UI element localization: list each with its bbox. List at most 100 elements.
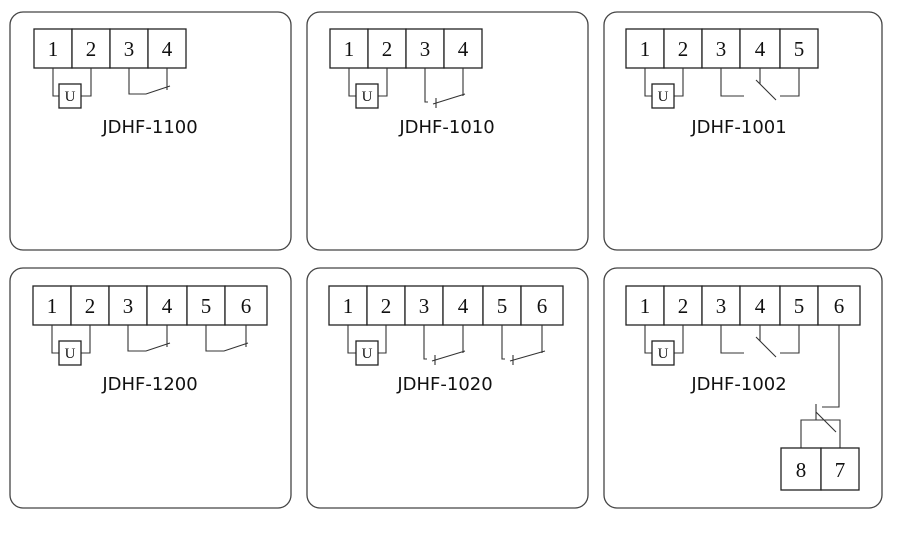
coil-wire: [52, 68, 59, 97]
changeover-contact: [720, 325, 800, 358]
terminal: [224, 285, 268, 326]
coil-wire: [674, 68, 684, 97]
terminal-number: 1: [344, 37, 355, 61]
coil-wire: [347, 325, 356, 354]
diagram-jdhf-1200: 1 2 3 4 5 6 U JDHF-1200: [9, 267, 292, 509]
terminal-number: 1: [48, 37, 59, 61]
terminal-number: 5: [201, 294, 212, 318]
coil-wire: [51, 325, 59, 354]
terminal: [482, 285, 522, 326]
terminal: [404, 285, 444, 326]
terminal-number: 7: [835, 458, 846, 482]
terminal-number: 3: [420, 37, 431, 61]
terminal-number: 1: [343, 294, 354, 318]
panel-frame: [9, 267, 292, 509]
panel-frame: [306, 267, 589, 509]
terminal-number: 6: [537, 294, 548, 318]
nc-contact: [501, 325, 546, 365]
terminal-number: 2: [85, 294, 96, 318]
terminal-number: 3: [124, 37, 135, 61]
terminal: [443, 28, 483, 69]
model-label: JDHF-1100: [101, 117, 197, 138]
terminal-number: 4: [458, 37, 469, 61]
terminal-number: 4: [162, 294, 173, 318]
terminal-number: 3: [123, 294, 134, 318]
coil-wire: [378, 68, 388, 97]
coil-label: U: [65, 346, 76, 362]
panel-frame: [9, 11, 292, 251]
terminal-number: 4: [162, 37, 173, 61]
terminal: [329, 28, 369, 69]
model-label: JDHF-1020: [396, 374, 492, 395]
terminal: [817, 285, 861, 326]
terminal-number: 2: [382, 37, 393, 61]
terminal-number: 5: [497, 294, 508, 318]
changeover-contact: [720, 68, 800, 101]
diagram-jdhf-1002: 1 2 3 4 5 6 U 8 7 JDHF-1002: [603, 267, 883, 509]
coil-wire: [644, 68, 652, 97]
terminal: [108, 285, 148, 326]
nc-contact: [424, 68, 466, 108]
model-label: JDHF-1010: [398, 117, 494, 138]
coil-box: [651, 83, 675, 109]
coil-box: [58, 83, 82, 109]
terminal-number: 8: [796, 458, 807, 482]
terminal: [70, 285, 110, 326]
terminal: [739, 28, 781, 69]
terminal-number: 2: [86, 37, 97, 61]
model-label: JDHF-1001: [690, 117, 786, 138]
diagram-jdhf-1010: 1 2 3 4 U JDHF-1010: [306, 11, 589, 251]
terminal-number: 1: [47, 294, 58, 318]
terminal: [405, 28, 445, 69]
terminal-number: 4: [755, 37, 766, 61]
panel-frame: [603, 11, 883, 251]
terminal: [701, 28, 741, 69]
terminal-number: 1: [640, 294, 651, 318]
coil-label: U: [362, 346, 373, 362]
diagram-jdhf-1020: 1 2 3 4 5 6 U JDHF-1020: [306, 267, 589, 509]
terminal-number: 4: [458, 294, 469, 318]
terminal: [71, 28, 111, 69]
no-contact: [205, 325, 249, 352]
coil-label: U: [658, 346, 669, 362]
terminal-number: 3: [716, 37, 727, 61]
coil-wire: [644, 325, 652, 354]
terminal-number: 1: [640, 37, 651, 61]
coil-box: [58, 340, 82, 366]
nc-contact: [423, 325, 466, 365]
coil-wire: [81, 68, 92, 97]
terminal-number: 3: [419, 294, 430, 318]
terminal: [109, 28, 149, 69]
coil-label: U: [65, 89, 76, 105]
terminal-number: 6: [241, 294, 252, 318]
panel-frame: [306, 11, 589, 251]
changeover-contact-2: [800, 325, 841, 448]
coil-box: [355, 83, 379, 109]
terminal-number: 5: [794, 37, 805, 61]
terminal-number: 2: [381, 294, 392, 318]
terminal-number: 2: [678, 294, 689, 318]
terminal: [520, 285, 564, 326]
terminal-number: 3: [716, 294, 727, 318]
model-label: JDHF-1200: [101, 374, 197, 395]
terminal-number: 5: [794, 294, 805, 318]
no-contact: [127, 325, 171, 352]
coil-wire: [81, 325, 91, 354]
terminal-number: 2: [678, 37, 689, 61]
terminal-number: 6: [834, 294, 845, 318]
coil-wire: [378, 325, 387, 354]
terminal: [779, 28, 819, 69]
model-label: JDHF-1002: [690, 374, 786, 395]
terminal: [663, 285, 703, 326]
coil-label: U: [362, 89, 373, 105]
terminal-number: 4: [755, 294, 766, 318]
coil-wire: [674, 325, 684, 354]
terminal: [820, 447, 860, 491]
diagram-jdhf-1100: 1 2 3 4 U JDHF-1100: [9, 11, 292, 251]
coil-box: [651, 340, 675, 366]
no-contact: [128, 68, 171, 95]
terminal: [625, 28, 665, 69]
terminal: [33, 28, 73, 69]
terminal: [625, 285, 665, 326]
